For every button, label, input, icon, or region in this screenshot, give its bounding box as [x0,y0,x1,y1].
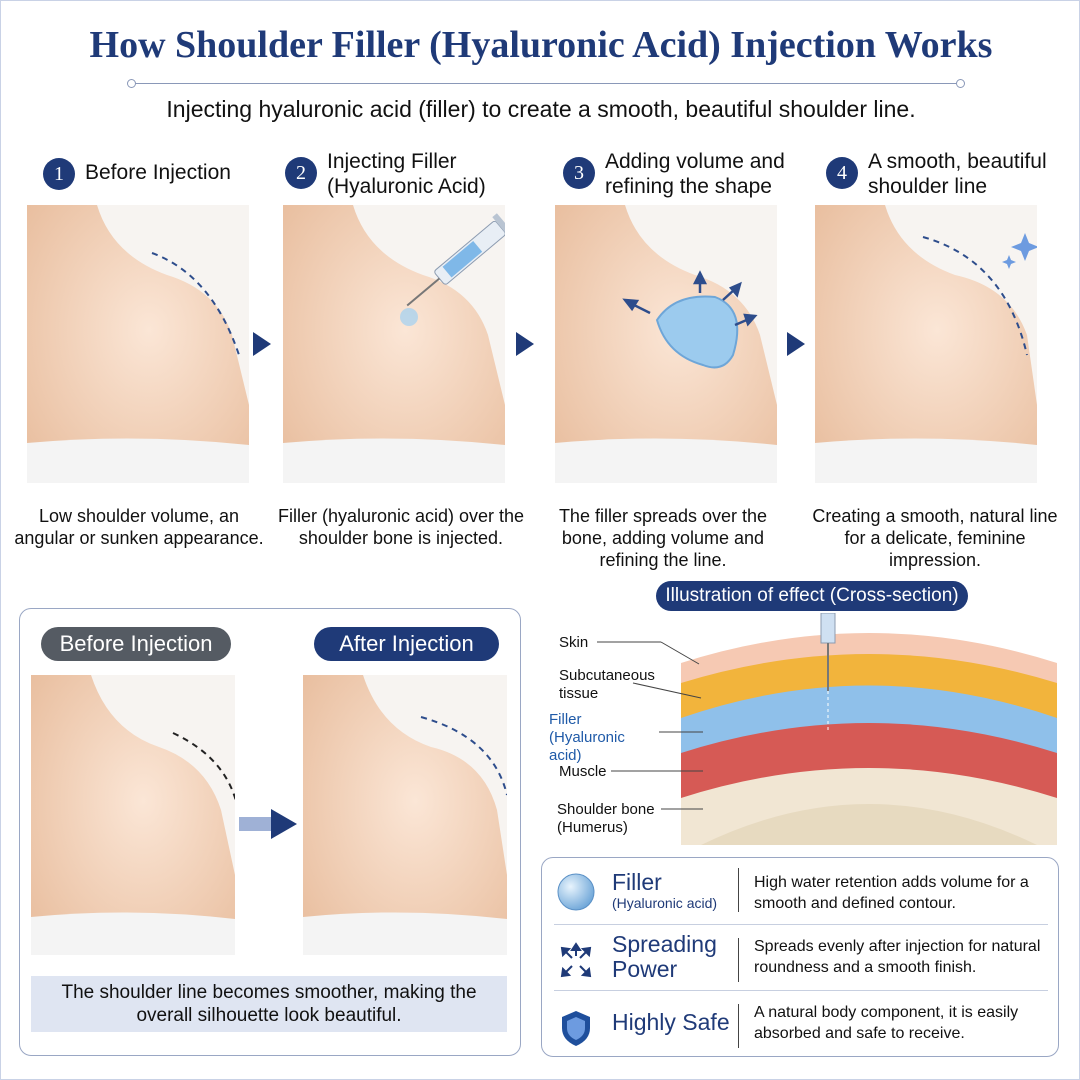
step-4-title: A smooth, beautiful shoulder line [868,150,1047,198]
before-after-comparison [19,608,521,1056]
feature-row-filler: Filler (Hyaluronic acid) High water rete… [542,860,1058,920]
feature-safe-name: Highly Safe [612,1009,730,1035]
spread-arrows-icon [560,942,592,978]
feature-spreading-name: Spreading Power [612,931,717,982]
before-after-arrow [239,809,297,839]
step-2-shoulder-image [283,205,505,483]
label-leader-lines [597,641,703,810]
step-arrow-1 [253,332,271,356]
before-shoulder-image [31,675,235,955]
label-bone: Shoulder bone (Humerus) [557,801,655,836]
after-shoulder-image [303,675,507,955]
title-divider [127,79,965,88]
step-arrow-2 [516,332,534,356]
page-subtitle: Injecting hyaluronic acid (filler) to cr… [166,96,916,122]
page-title: How Shoulder Filler (Hyaluronic Acid) In… [89,24,993,66]
before-label: Before Injection [41,627,231,661]
comparison-caption: The shoulder line becomes smoother, maki… [31,976,507,1032]
label-subcutaneous: Subcutaneous tissue [559,667,655,702]
feature-row-safe: Highly Safe A natural body component, it… [542,996,1058,1056]
step-3-title: Adding volume and refining the shape [605,150,785,198]
step-1-title: Before Injection [85,161,231,184]
step-arrow-3 [787,332,805,356]
cross-section-title: Illustration of effect (Cross-section) [656,581,968,611]
feature-filler-name: Filler (Hyaluronic acid) [612,869,718,912]
features-panel: Filler (Hyaluronic acid) High water rete… [541,857,1059,1057]
step-4-header: 4 A smooth, beautiful shoulder line [826,149,1066,199]
step-1-number: 1 [43,158,75,190]
label-muscle: Muscle [559,763,607,780]
step-4-number: 4 [826,157,858,189]
feature-row-spreading: Spreading Power Spreads evenly after inj… [542,930,1058,990]
step-2-number: 2 [285,157,317,189]
feature-safe-desc: A natural body component, it is easily a… [754,1004,1019,1042]
shield-icon [562,1011,590,1046]
step-4-caption: Creating a smooth, natural line for a de… [812,506,1058,570]
step-1-header: 1 Before Injection [43,156,263,190]
label-filler: Filler (Hyaluronic acid) [549,711,625,764]
step-3-header: 3 Adding volume and refining the shape [563,149,803,199]
step-3-shoulder-image [555,205,777,483]
cross-section-diagram [681,612,1057,845]
step-2-caption: Filler (hyaluronic acid) over the should… [277,506,525,548]
feature-spreading-desc: Spreads evenly after injection for natur… [754,938,1041,976]
step-3-caption: The filler spreads over the bone, adding… [558,506,768,570]
step-4-shoulder-image [815,205,1037,483]
feature-filler-sub: (Hyaluronic acid) [612,895,718,911]
after-label: After Injection [314,627,499,661]
step-1-shoulder-image [27,205,249,483]
label-skin: Skin [559,634,589,651]
step-2-header: 2 Injecting Filler (Hyaluronic Acid) [285,149,515,199]
gel-drop-icon [557,873,595,911]
step-1-caption: Low shoulder volume, an angular or sunke… [14,506,264,548]
step-3-number: 3 [563,157,595,189]
feature-filler-desc: High water retention adds volume for a s… [754,874,1029,912]
step-2-title: Injecting Filler (Hyaluronic Acid) [327,150,486,198]
